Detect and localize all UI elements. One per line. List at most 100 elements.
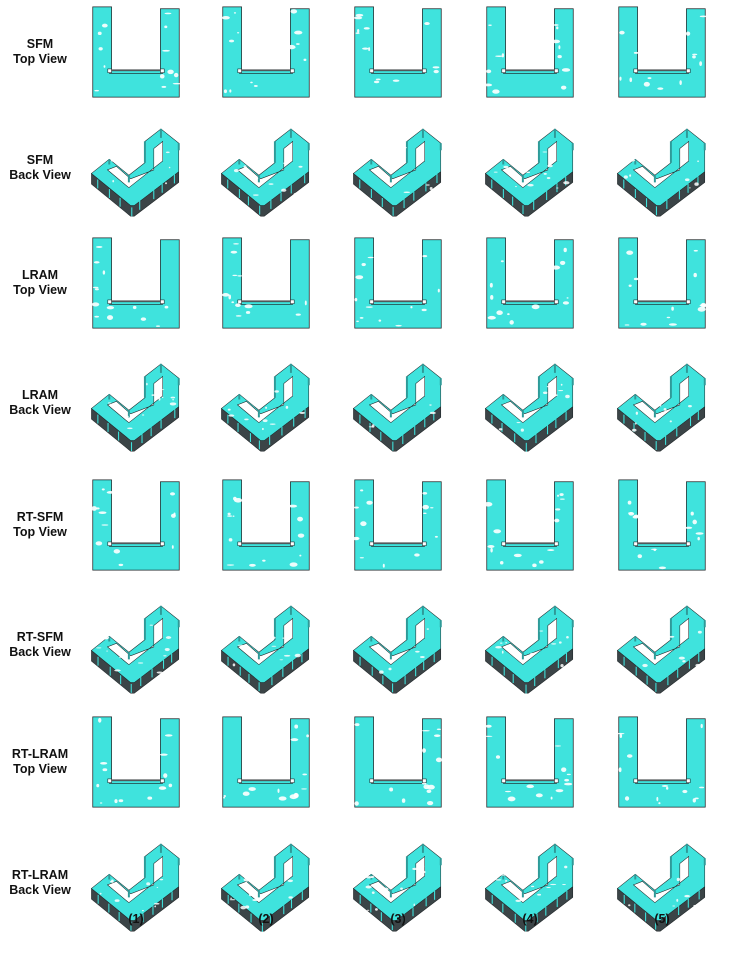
row-label-view: Back View bbox=[9, 645, 71, 659]
top-view-map bbox=[222, 479, 310, 571]
top-view-cell bbox=[88, 715, 184, 809]
row-label-view: Back View bbox=[9, 883, 71, 897]
back-view-image bbox=[221, 605, 310, 694]
back-view-cell bbox=[340, 120, 456, 218]
back-view-model bbox=[221, 605, 310, 694]
back-view-cell bbox=[472, 835, 588, 933]
top-view-cell bbox=[482, 715, 578, 809]
row-label-method: RT-LRAM bbox=[11, 868, 69, 882]
top-view-cell bbox=[218, 478, 314, 572]
top-view-cell bbox=[614, 236, 710, 330]
top-view-image bbox=[352, 479, 442, 571]
back-view-image bbox=[617, 363, 706, 452]
top-view-map bbox=[484, 6, 574, 98]
back-view-model bbox=[617, 128, 706, 217]
back-view-cell bbox=[340, 355, 456, 453]
top-view-map bbox=[618, 6, 707, 98]
back-view-model bbox=[485, 843, 574, 932]
back-view-model bbox=[91, 605, 180, 694]
top-view-map bbox=[222, 716, 310, 808]
column-label: (2) bbox=[258, 912, 274, 926]
back-view-image bbox=[485, 843, 574, 932]
back-view-cell bbox=[472, 120, 588, 218]
top-view-cell bbox=[88, 236, 184, 330]
row-label-method: RT-LRAM bbox=[11, 747, 69, 761]
top-view-image bbox=[92, 716, 180, 808]
top-view-cell bbox=[614, 715, 710, 809]
back-view-model bbox=[617, 843, 706, 932]
top-view-cell bbox=[350, 715, 446, 809]
top-view-cell bbox=[614, 5, 710, 99]
row-label-method: RT-SFM bbox=[16, 630, 64, 644]
back-view-cell bbox=[78, 835, 194, 933]
back-view-model bbox=[485, 605, 574, 694]
back-view-image bbox=[353, 605, 442, 694]
top-view-image bbox=[616, 716, 706, 808]
top-view-cell bbox=[350, 5, 446, 99]
top-view-image bbox=[222, 479, 310, 571]
row-label-view: Top View bbox=[13, 762, 67, 776]
row-label-view: Back View bbox=[9, 403, 71, 417]
top-view-map bbox=[221, 237, 310, 329]
column-label: (1) bbox=[128, 912, 144, 926]
back-view-model bbox=[91, 363, 180, 452]
back-view-image bbox=[353, 843, 442, 932]
top-view-image bbox=[221, 237, 310, 329]
top-view-image bbox=[92, 6, 182, 98]
row-label-method: RT-SFM bbox=[16, 510, 64, 524]
back-view-model bbox=[485, 363, 574, 452]
row-label-method: LRAM bbox=[21, 268, 59, 282]
back-view-cell bbox=[604, 355, 720, 453]
top-view-cell bbox=[88, 5, 184, 99]
top-view-cell bbox=[218, 236, 314, 330]
back-view-model bbox=[353, 605, 442, 694]
top-view-map bbox=[618, 479, 706, 571]
top-view-map bbox=[618, 237, 708, 329]
back-view-image bbox=[91, 128, 180, 217]
top-view-cell bbox=[88, 478, 184, 572]
top-view-image bbox=[221, 6, 310, 98]
row-label-view: Top View bbox=[13, 52, 67, 66]
top-view-map bbox=[92, 716, 180, 808]
top-view-map bbox=[352, 479, 442, 571]
top-view-map bbox=[616, 716, 706, 808]
top-view-cell bbox=[482, 478, 578, 572]
row-label-method: SFM bbox=[26, 153, 54, 167]
back-view-image bbox=[353, 128, 442, 217]
back-view-image bbox=[91, 363, 180, 452]
top-view-image bbox=[618, 237, 708, 329]
top-view-image bbox=[484, 6, 574, 98]
column-label: (5) bbox=[654, 912, 670, 926]
top-view-map bbox=[486, 237, 574, 329]
back-view-image bbox=[485, 605, 574, 694]
back-view-image bbox=[221, 128, 310, 217]
back-view-model bbox=[353, 843, 442, 932]
top-view-cell bbox=[350, 478, 446, 572]
back-view-cell bbox=[78, 597, 194, 695]
top-view-map bbox=[221, 6, 310, 98]
back-view-image bbox=[221, 363, 310, 452]
back-view-cell bbox=[208, 355, 324, 453]
back-view-cell bbox=[78, 355, 194, 453]
top-view-map bbox=[484, 479, 574, 571]
back-view-cell bbox=[604, 835, 720, 933]
top-view-map bbox=[91, 479, 180, 571]
back-view-image bbox=[91, 843, 180, 932]
back-view-model bbox=[353, 363, 442, 452]
back-view-model bbox=[221, 363, 310, 452]
back-view-model bbox=[353, 128, 442, 217]
top-view-cell bbox=[482, 5, 578, 99]
top-view-image bbox=[484, 479, 574, 571]
top-view-image bbox=[618, 6, 707, 98]
row-label-method: SFM bbox=[26, 37, 54, 51]
top-view-map bbox=[92, 6, 182, 98]
back-view-image bbox=[617, 128, 706, 217]
back-view-cell bbox=[208, 597, 324, 695]
top-view-cell bbox=[218, 715, 314, 809]
back-view-image bbox=[617, 605, 706, 694]
